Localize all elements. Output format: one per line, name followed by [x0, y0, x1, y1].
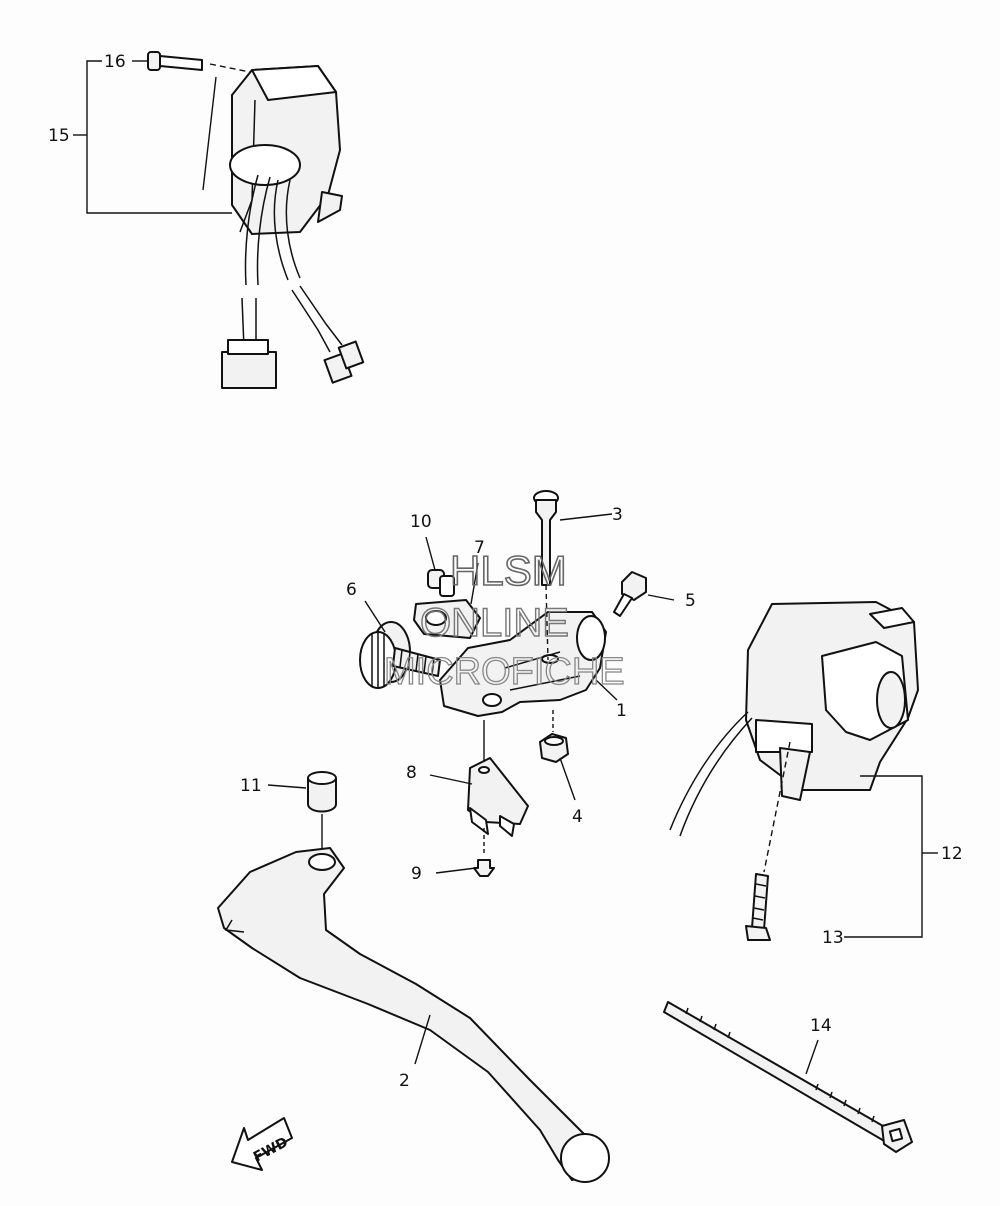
- watermark-line-1: HLSM: [450, 547, 567, 594]
- screw-9: [473, 828, 495, 877]
- arrow-forward-icon: [231, 1117, 293, 1171]
- callout-13: 13: [822, 928, 844, 948]
- watermark-line-3: MICROFICHE: [384, 651, 625, 693]
- callout-8: 8: [406, 763, 417, 783]
- callout-12: 12: [941, 844, 963, 864]
- callout-11: 11: [240, 776, 262, 796]
- nut-4: [539, 710, 569, 763]
- lever-holder: [439, 611, 607, 717]
- clutch-lever: [217, 847, 610, 1183]
- callout-6: 6: [346, 580, 357, 600]
- callout-16: 16: [104, 52, 126, 72]
- collar-11: [307, 771, 337, 852]
- pivot-bolt: [533, 490, 559, 661]
- callout-7: 7: [474, 538, 485, 558]
- callout-leaders: [267, 513, 819, 1075]
- handlebar-switch-right: [669, 601, 938, 938]
- callout-4: 4: [572, 807, 583, 827]
- watermark: HLSM ONLINE MICROFICHE: [383, 546, 625, 693]
- cable-tie: [663, 1001, 913, 1153]
- lever-switch: [467, 720, 529, 837]
- fwd-indicator: FWD: [231, 1117, 293, 1171]
- bolt-5: [613, 571, 647, 617]
- clip-7: [413, 599, 481, 639]
- screw-switch-left: [147, 51, 251, 73]
- callout-5: 5: [685, 591, 696, 611]
- callout-3: 3: [612, 505, 623, 525]
- watermark-line-2: ONLINE: [420, 601, 569, 645]
- screw-10: [427, 569, 455, 597]
- adjuster-knob: [359, 621, 441, 689]
- callout-1: 1: [616, 701, 627, 721]
- callout-labels: 1 2 3 4 5 6 7 8 9 10 11 12 13 14 15 16: [48, 52, 963, 1091]
- handlebar-switch-left: [221, 65, 365, 389]
- callout-9: 9: [411, 864, 422, 884]
- screw-13: [745, 873, 771, 941]
- callout-14: 14: [810, 1016, 832, 1036]
- callout-2: 2: [399, 1071, 410, 1091]
- callout-10: 10: [410, 512, 432, 532]
- leader-15-bracket: [86, 60, 232, 214]
- callout-15: 15: [48, 126, 70, 146]
